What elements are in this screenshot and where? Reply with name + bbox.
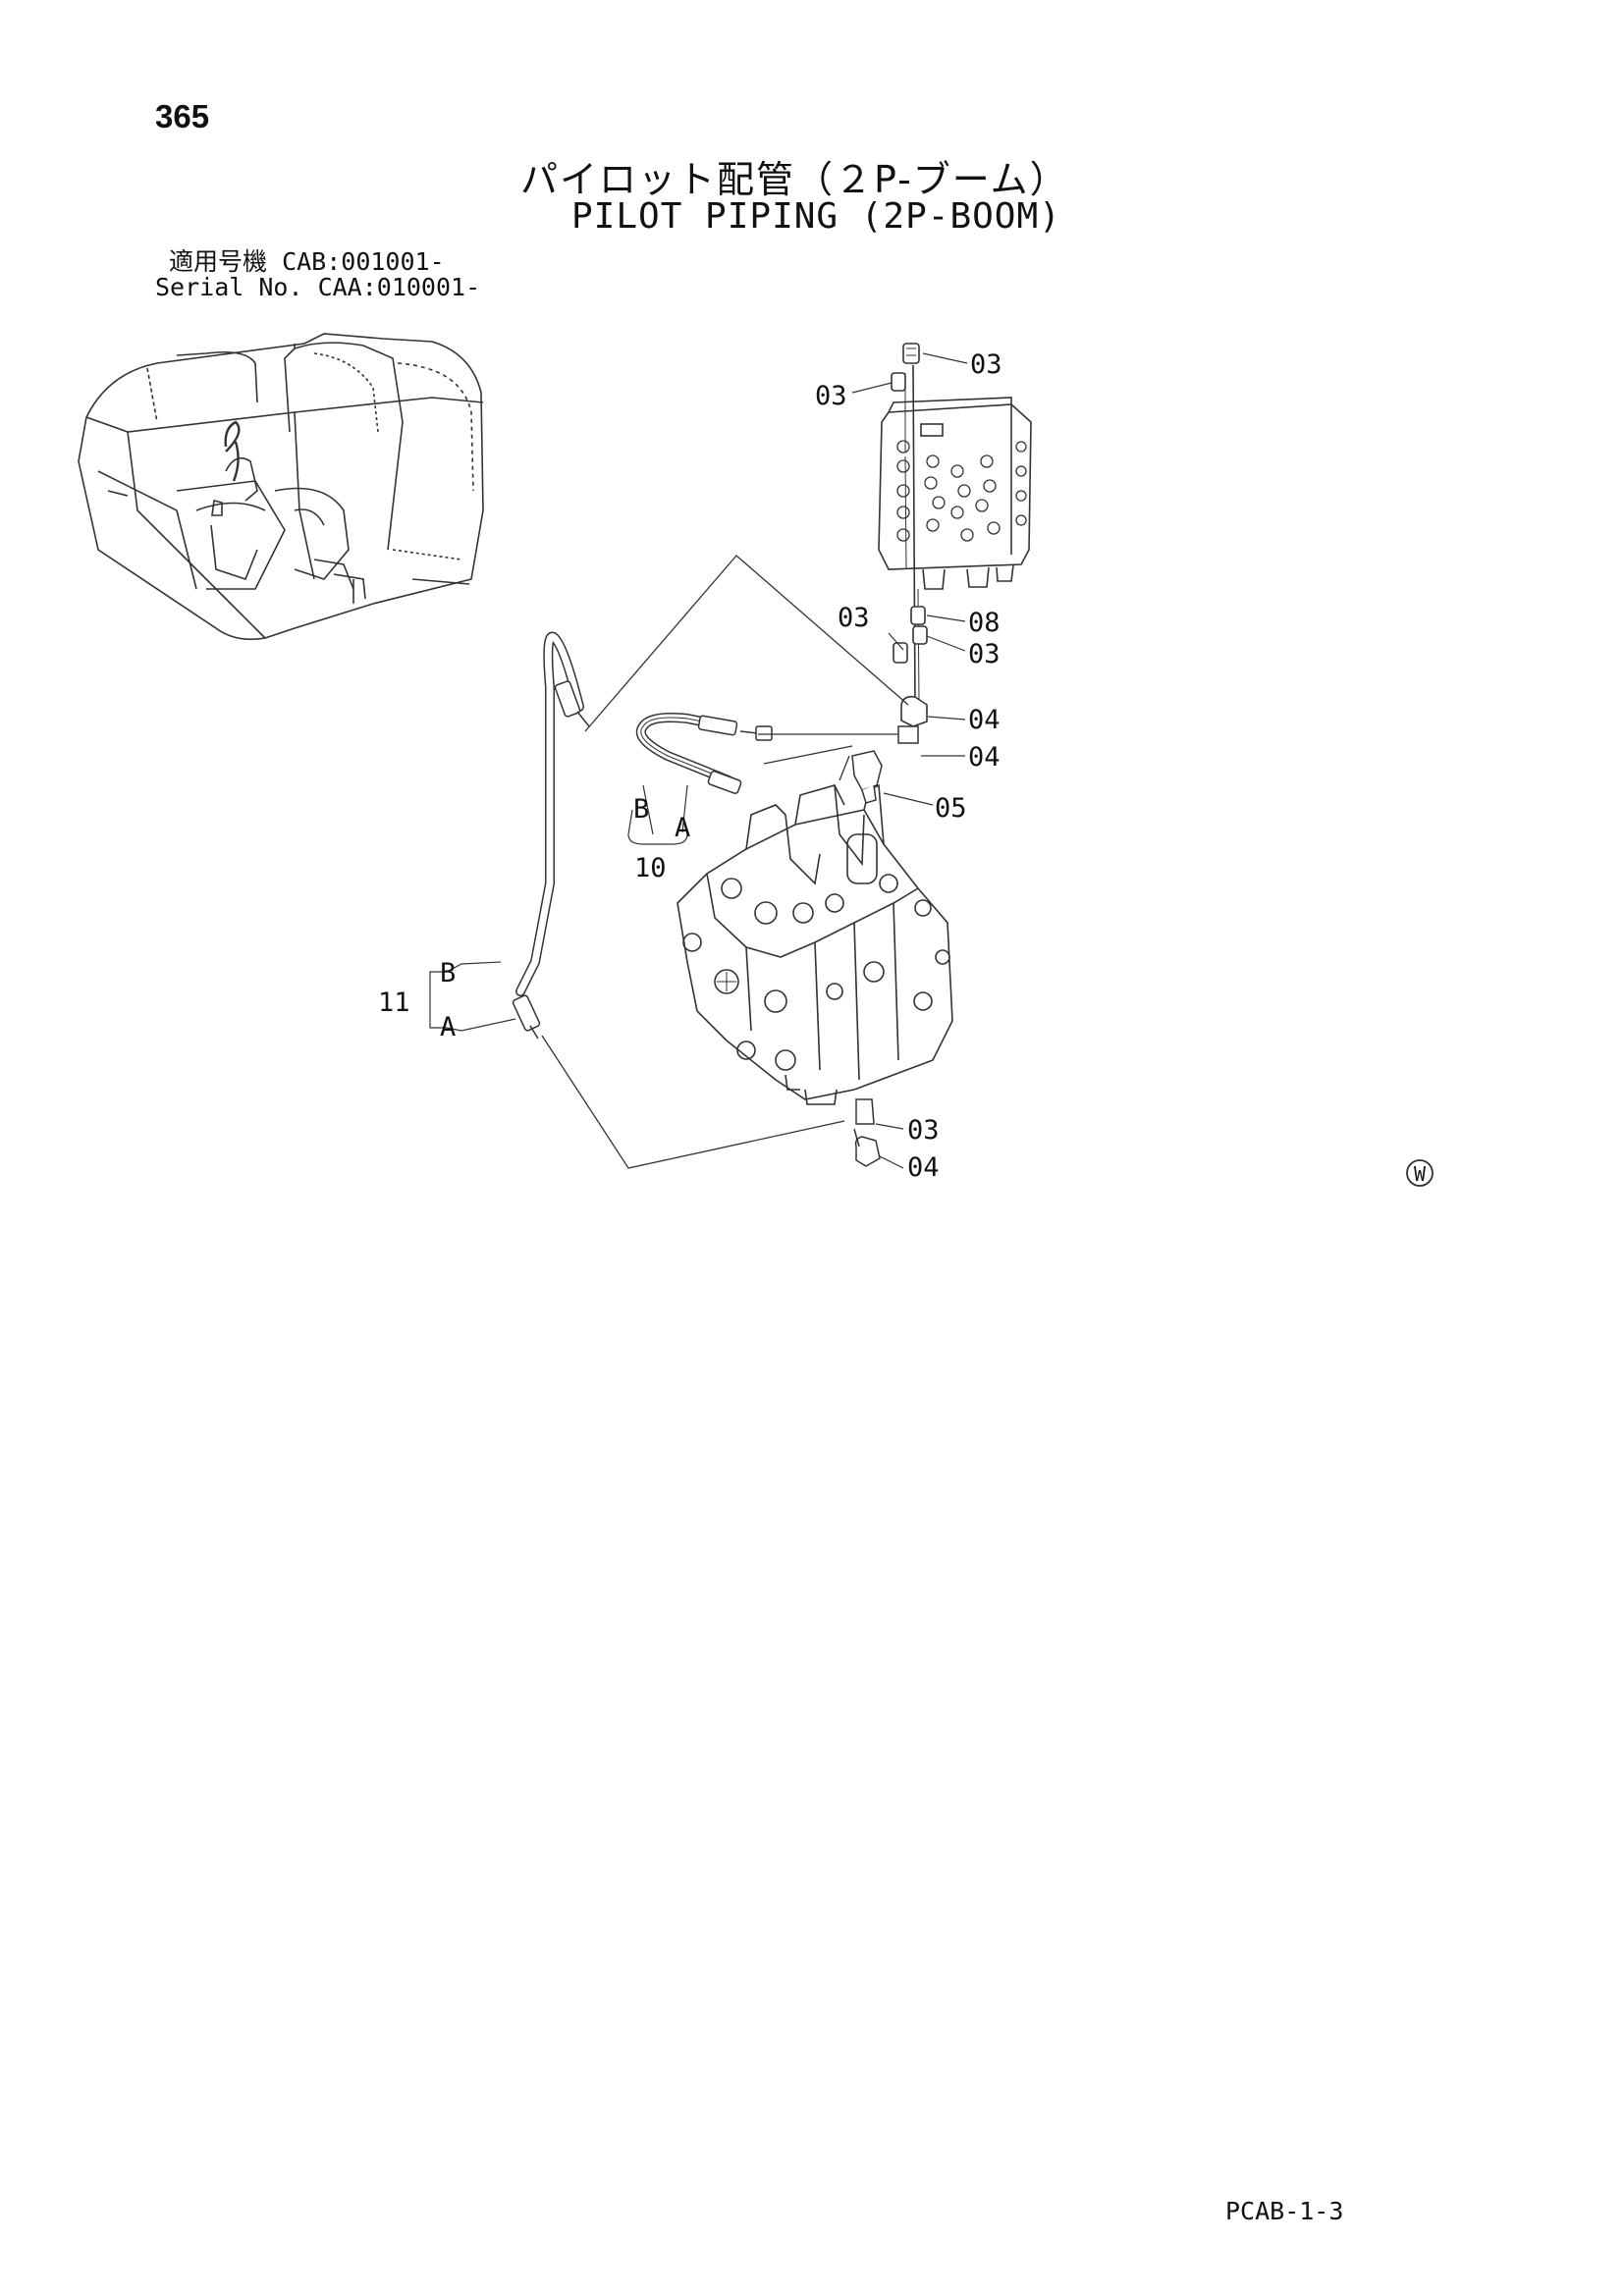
callout-03-middle-left: 03	[838, 603, 870, 633]
callout-labels: 03 03 03 08 03 04 04 05 03 04 B A 10 11 …	[378, 349, 1002, 1183]
callout-05: 05	[935, 793, 967, 824]
callout-03-top-right: 03	[970, 349, 1002, 380]
hose-10	[635, 713, 773, 794]
pilot-valve	[878, 397, 1032, 590]
serial-label: Serial No.	[155, 273, 303, 301]
hose-10-end-a-label: A	[675, 813, 690, 843]
control-valve	[677, 783, 953, 1105]
hose-10-end-b-label: B	[633, 794, 649, 825]
fittings	[851, 725, 919, 1167]
hose-11-end-b-label: B	[440, 958, 456, 988]
callout-04-upper: 04	[968, 705, 1001, 735]
document-code: PCAB-1-3	[1225, 2197, 1344, 2225]
callout-08: 08	[968, 608, 1001, 638]
callout-11: 11	[378, 988, 410, 1018]
callout-03-middle-right: 03	[968, 639, 1001, 669]
w-mark: W	[1406, 1159, 1434, 1187]
routing-lines	[541, 555, 909, 1169]
applicability-line-2: Serial No. CAA:010001-	[155, 274, 480, 300]
pilot-valve-ports	[896, 440, 1027, 542]
pilot-line-vertical	[891, 343, 928, 727]
callout-03-top-left: 03	[815, 381, 847, 411]
applicability-line-1: 適用号機 CAB:001001-	[169, 248, 445, 275]
callout-04-middle: 04	[968, 742, 1001, 773]
callout-leaders	[429, 352, 968, 1169]
w-mark-letter: W	[1414, 1162, 1427, 1186]
serial-value: CAA:010001-	[317, 273, 481, 301]
cab-location-view	[78, 333, 484, 641]
applicability-value: CAB:001001-	[282, 247, 445, 276]
hose-11-end-a-label: A	[440, 1012, 456, 1042]
callout-10: 10	[634, 853, 667, 883]
callout-04-bottom: 04	[907, 1152, 940, 1183]
page-title-japanese: パイロット配管（２P-ブーム）	[520, 158, 1069, 201]
callout-03-bottom: 03	[907, 1115, 940, 1146]
page-title-english: PILOT PIPING (2P-BOOM)	[571, 196, 1061, 237]
applicability-label: 適用号機	[169, 247, 268, 276]
hose-11	[512, 631, 590, 1040]
page-number: 365	[155, 98, 210, 134]
parts-diagram: 03 03 03 08 03 04 04 05 03 04 B A 10 11 …	[78, 333, 1434, 1187]
